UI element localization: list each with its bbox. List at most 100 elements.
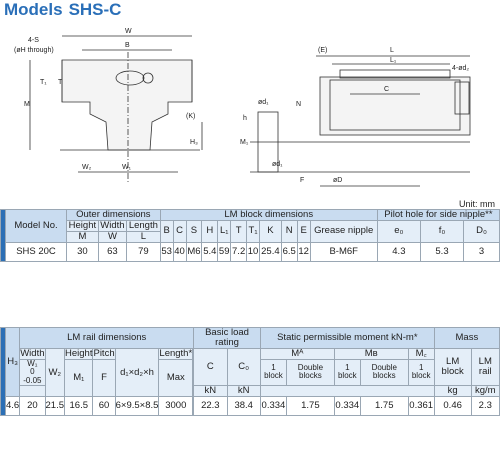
col-w: W (97, 230, 128, 243)
col-l1: L₁ (217, 219, 232, 243)
col-lm-rail: LM rail (470, 347, 500, 387)
cell: 6×9.5×8.5 (114, 396, 160, 417)
dim-d1-top: ød₁ (258, 99, 269, 106)
cell: 5.4 (201, 241, 219, 262)
col-n: N (280, 219, 298, 243)
static-moment-header: Static permissible moment kN-m* (259, 327, 435, 349)
col-kn2: kN (226, 385, 261, 398)
dim-e: (E) (318, 47, 327, 54)
cell: 10 (246, 241, 260, 262)
dim-d1-bot: ød₁ (272, 161, 283, 168)
dim-c: C (384, 86, 389, 93)
col-length-label: Length* (158, 347, 194, 360)
model-header: Model No. (5, 209, 67, 243)
col-s: S (185, 219, 203, 243)
dim-w: W (125, 28, 132, 35)
cell: 0.46 (433, 396, 472, 417)
col-w1-spacer (19, 385, 46, 398)
cell: M6 (185, 241, 203, 262)
col-mb-2: Double blocks (359, 358, 409, 387)
col-kg: kg (433, 385, 472, 398)
cell: 4.6 (4, 396, 21, 417)
col-lm-block: LM block (433, 347, 472, 387)
dim-l: L (390, 47, 394, 54)
col-b: B (159, 219, 174, 243)
dim-t: T (58, 79, 63, 86)
dim-hole: 4-S (28, 37, 39, 44)
dim-k: (K) (186, 113, 195, 120)
col-m: M (66, 230, 99, 243)
col-mc-1: 1 block (407, 358, 435, 387)
cell: 16.5 (64, 396, 94, 417)
col-d1d2h: d₁×d₂×h (114, 347, 160, 398)
col-w2: W₂ (44, 347, 66, 398)
dim-n: N (296, 101, 301, 108)
cell: 40 (172, 241, 187, 262)
dim-h3: H₃ (190, 139, 198, 146)
col-f: F (92, 358, 116, 398)
cell: 12 (296, 241, 311, 262)
col-k: K (259, 219, 282, 243)
col-f0: f₀ (419, 219, 465, 243)
cell: 30 (66, 241, 99, 262)
dim-b: B (125, 42, 130, 49)
cell: 63 (97, 241, 128, 262)
cell: 0.361 (407, 396, 435, 417)
col-mb-1: 1 block (333, 358, 361, 387)
col-l: L (126, 230, 161, 243)
col-m1: M₁ (64, 358, 94, 398)
cell: 2.3 (470, 396, 500, 417)
pilot-hole-header: Pilot hole for side nipple** (376, 209, 500, 221)
dim-4d2: 4-ød₂ (452, 65, 469, 72)
col-d0: D₀ (463, 219, 500, 243)
col-max: Max (158, 358, 194, 398)
col-length: Length (126, 219, 161, 232)
col-mc: M꜀ (407, 347, 435, 360)
cell: 3000 (158, 396, 194, 417)
cell: 6.5 (280, 241, 298, 262)
cell: 1.75 (359, 396, 409, 417)
col-t1: T₁ (246, 219, 260, 243)
col-c: C (193, 347, 228, 387)
unit-label: Unit: mm (459, 199, 495, 209)
cell: 7.2 (230, 241, 248, 262)
title-prefix: Models (4, 0, 63, 19)
dim-l1: L₁ (390, 57, 397, 64)
dim-d: øD (333, 177, 342, 184)
dim-h: h (243, 115, 247, 122)
cell: 60 (92, 396, 116, 417)
dim-m: M (24, 101, 30, 108)
rail-dimensions-table: H₃ LM rail dimensions Basic load rating … (0, 326, 500, 417)
col-e0: e₀ (376, 219, 421, 243)
cell: 38.4 (226, 396, 261, 417)
outer-dimensions-header: Outer dimensions (66, 209, 161, 221)
block-dimensions-table: Model No. Outer dimensions LM block dime… (0, 209, 500, 262)
col-ma-1: 1 block (259, 358, 288, 387)
dim-f: F (300, 177, 304, 184)
col-width: Width (97, 219, 128, 232)
cell: 79 (126, 241, 161, 262)
w1-tol-a: 0 (30, 367, 35, 377)
dim-hole-sub: (øH through) (14, 47, 54, 54)
cell: 1.75 (286, 396, 335, 417)
col-pitch-label: Pitch (92, 347, 116, 360)
col-c: C (172, 219, 187, 243)
col-kgm: kg/m (470, 385, 500, 398)
rail-dimensions-header: LM rail dimensions (19, 327, 195, 349)
table-row: SHS 20C 30 63 79 53 40 M6 5.4 59 7.2 10 … (1, 241, 500, 262)
cell: 59 (217, 241, 232, 262)
cell: B-M6F (309, 241, 378, 262)
col-h: H (201, 219, 219, 243)
cell: 4.3 (376, 241, 421, 262)
col-ma-2: Double blocks (286, 358, 335, 387)
dim-w1: W₁ (122, 164, 132, 171)
dim-t1: T₁ (40, 79, 47, 86)
col-kn1: kN (193, 385, 228, 398)
cell: 25.4 (259, 241, 282, 262)
basic-load-header: Basic load rating (193, 327, 261, 349)
lm-block-dimensions-header: LM block dimensions (159, 209, 378, 221)
cell: 0.334 (259, 396, 288, 417)
col-height-label: Height (64, 347, 94, 360)
